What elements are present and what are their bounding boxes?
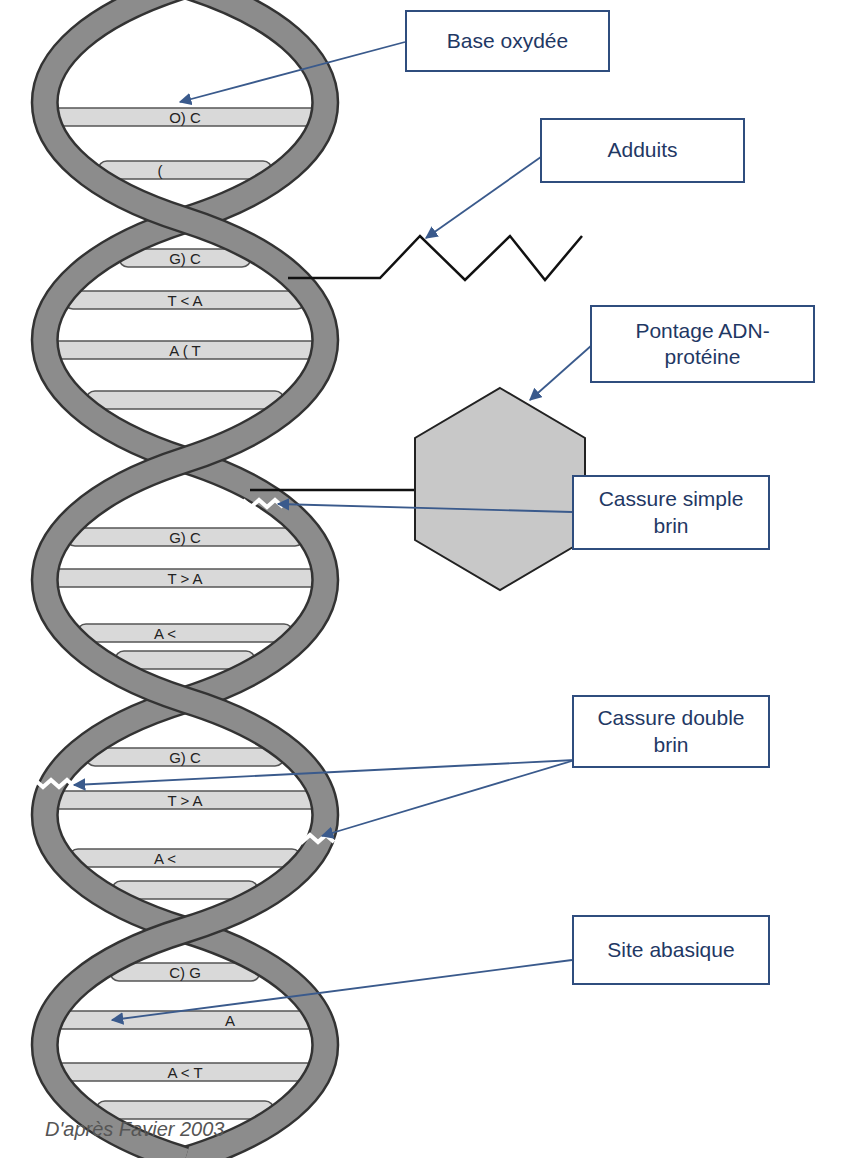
leader-arrows xyxy=(74,42,592,1020)
base-pair-label: A xyxy=(225,1013,235,1028)
base-pair-label: T > A xyxy=(167,571,202,586)
base-pair-label: O) C xyxy=(169,110,201,125)
base-pair-label: ( xyxy=(158,163,163,178)
crosslink-line xyxy=(250,489,415,492)
base-pair-label: G) C xyxy=(169,530,201,545)
callout-box: Site abasique xyxy=(572,915,770,985)
callout-box: Adduits xyxy=(540,118,745,183)
base-pair-label: T > A xyxy=(167,793,202,808)
base-pair-label: T < A xyxy=(167,293,202,308)
callout-text: Cassure double brin xyxy=(596,705,746,758)
strand-breaks xyxy=(35,500,334,842)
source-caption: D'après Favier 2003 xyxy=(45,1118,224,1141)
base-pair-label: G) C xyxy=(169,251,201,266)
dna-strands xyxy=(45,0,326,1158)
base-pair-label: A ( T xyxy=(169,343,200,358)
base-pair-label: G) C xyxy=(169,750,201,765)
protein-hexagon xyxy=(415,388,585,590)
callout-text: Adduits xyxy=(607,137,677,163)
base-pair-label: C) G xyxy=(169,965,201,980)
callout-text: Cassure simple brin xyxy=(596,486,746,539)
callout-box: Base oxydée xyxy=(405,10,610,72)
base-pair-label: A < xyxy=(154,851,176,866)
adduct-chain xyxy=(288,236,582,280)
callout-box: Cassure double brin xyxy=(572,695,770,768)
callout-box: Cassure simple brin xyxy=(572,475,770,550)
callout-text: Pontage ADN-protéine xyxy=(613,318,793,371)
base-pair-label: A < T xyxy=(167,1065,202,1080)
callout-box: Pontage ADN-protéine xyxy=(590,305,815,383)
callout-text: Site abasique xyxy=(607,937,734,963)
callout-text: Base oxydée xyxy=(447,28,568,54)
base-pair-label: A < xyxy=(154,626,176,641)
